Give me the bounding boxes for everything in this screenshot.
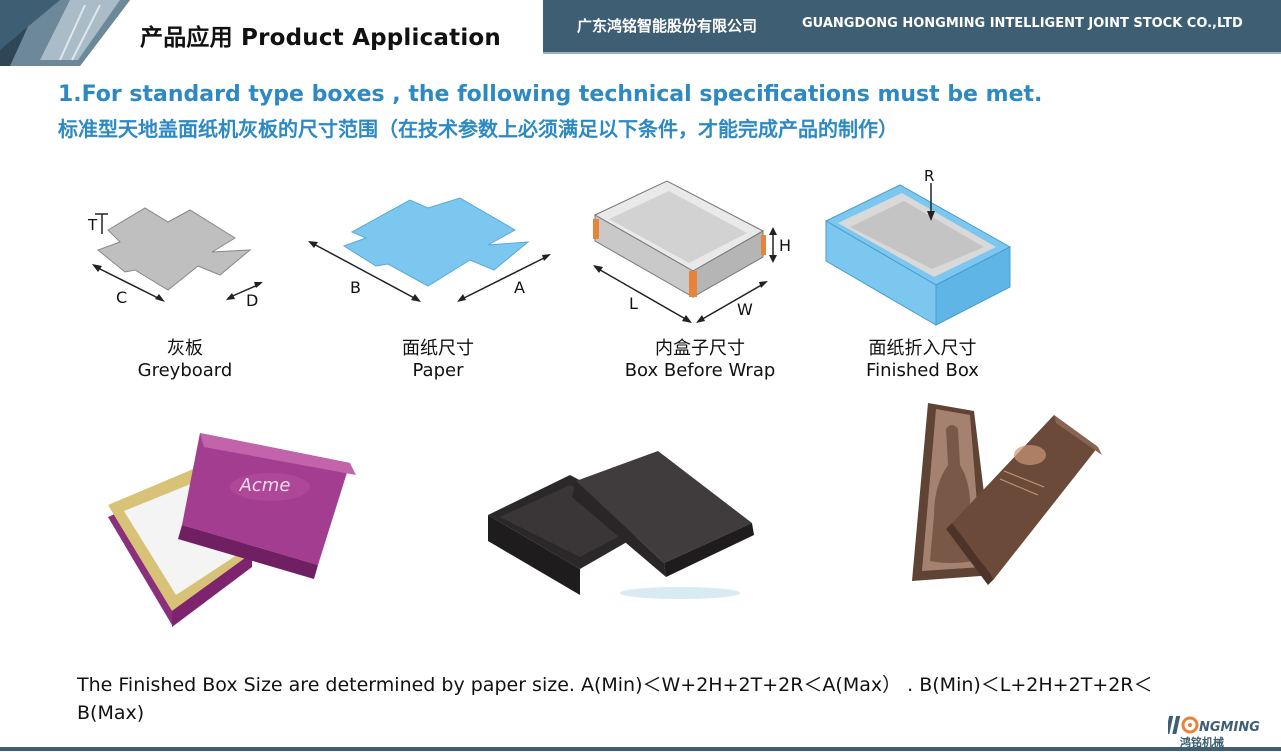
- paper-label: 面纸尺寸 Paper: [358, 338, 518, 382]
- dim-label-b: B: [350, 278, 361, 297]
- box-before-wrap-label-en: Box Before Wrap: [600, 360, 800, 382]
- box-before-wrap-label: 内盒子尺寸 Box Before Wrap: [600, 338, 800, 382]
- greyboard-diagram: T C D: [80, 200, 280, 315]
- wine-box-photo: [900, 395, 1105, 590]
- dim-label-r: R: [924, 167, 934, 185]
- black-box-photo: [480, 445, 765, 605]
- dim-label-c: C: [116, 288, 127, 307]
- greyboard-label: 灰板 Greyboard: [105, 338, 265, 382]
- company-banner: 广东鸿铭智能股份有限公司 GUANGDONG HONGMING INTELLIG…: [543, 0, 1281, 52]
- dim-label-h: H: [779, 236, 791, 255]
- dim-label-t: T: [87, 216, 98, 234]
- hongming-logo: NGMING 鸿铭机械: [1168, 712, 1278, 748]
- box-before-wrap-diagram: H L W: [585, 175, 810, 330]
- footer-divider: [0, 747, 1281, 751]
- dim-label-a: A: [514, 278, 525, 297]
- section-heading-en: 1.For standard type boxes , the followin…: [58, 82, 1042, 107]
- logo-text: NGMING: [1199, 720, 1260, 735]
- finished-box-label-cn: 面纸折入尺寸: [830, 338, 1015, 360]
- greyboard-label-cn: 灰板: [105, 338, 265, 360]
- finished-box-diagram: R: [820, 165, 1020, 330]
- paper-label-en: Paper: [358, 360, 518, 382]
- finished-box-label-en: Finished Box: [830, 360, 1015, 382]
- finished-box-label: 面纸折入尺寸 Finished Box: [830, 338, 1015, 382]
- paper-label-cn: 面纸尺寸: [358, 338, 518, 360]
- dim-label-d: D: [246, 291, 258, 310]
- corner-building-graphic: [0, 0, 130, 66]
- company-name-en: GUANGDONG HONGMING INTELLIGENT JOINT STO…: [802, 16, 1243, 31]
- greyboard-label-en: Greyboard: [105, 360, 265, 382]
- header-divider: [543, 52, 1281, 54]
- photo-brand-text: Acme: [239, 475, 291, 496]
- company-name-cn: 广东鸿铭智能股份有限公司: [577, 15, 757, 36]
- section-heading-cn: 标准型天地盖面纸机灰板的尺寸范围（在技术参数上必须满足以下条件，才能完成产品的制…: [58, 113, 898, 142]
- page-title: 产品应用 Product Application: [140, 18, 501, 52]
- purple-box-photo: Acme: [100, 425, 360, 640]
- dim-label-l: L: [629, 294, 638, 313]
- header: 产品应用 Product Application 广东鸿铭智能股份有限公司 GU…: [0, 0, 1281, 66]
- paper-diagram: B A: [300, 190, 560, 315]
- dim-label-w: W: [737, 300, 753, 319]
- box-before-wrap-label-cn: 内盒子尺寸: [600, 338, 800, 360]
- footer-formula-text: The Finished Box Size are determined by …: [77, 671, 1197, 727]
